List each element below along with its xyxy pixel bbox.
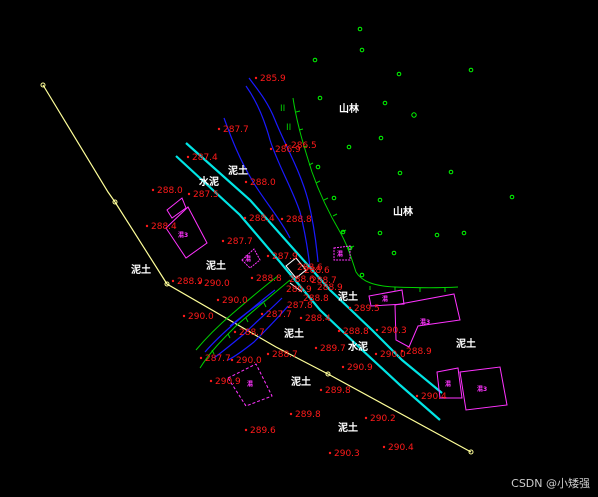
elevation-label: 288.8 (256, 274, 282, 284)
elevation-label: 288.8 (303, 294, 329, 304)
elevation-label: 290.0 (204, 279, 230, 289)
elevation-label: 286.9 (275, 145, 301, 155)
building-label: 混3 (420, 318, 430, 326)
elevation-label: 290.9 (215, 377, 241, 387)
elevation-label: 289.9 (286, 285, 312, 295)
elevation-label: 288.6 (297, 263, 323, 273)
bridge (285, 257, 307, 293)
building-4 (368, 289, 405, 307)
elevation-label: 290.0 (188, 312, 214, 322)
elevation-label: 290.3 (334, 449, 360, 459)
elevation-label: 287.4 (192, 153, 218, 163)
label-nitu: 泥土 (338, 290, 358, 303)
elevation-label: 287.7 (205, 354, 231, 364)
building-label: 混 (337, 250, 343, 258)
elevation-label: 287.5 (193, 190, 219, 200)
label-nitu: 泥土 (456, 337, 476, 350)
elevation-label: 288.7 (311, 276, 337, 286)
buildings (165, 197, 508, 411)
elevation-label: 288.7 (239, 328, 265, 338)
building-6 (227, 363, 273, 407)
label-shanlin: 山林 (339, 102, 360, 115)
label-nitu: 泥土 (291, 375, 311, 388)
elevation-label: 285.9 (260, 74, 286, 84)
label-nitu: 泥土 (131, 263, 151, 276)
elevation-label: 288.6 (304, 266, 330, 276)
building-label: 混 (445, 380, 451, 388)
watermark: CSDN @小矮强 (511, 477, 590, 490)
building-label: 混 (247, 380, 253, 388)
elevation-label: 288.4 (305, 314, 331, 324)
building-3 (333, 245, 351, 261)
elevation-label: 289.7 (320, 344, 346, 354)
elevation-label: 290.2 (370, 414, 396, 424)
contour-lines (195, 97, 459, 369)
building-label: 混 (382, 295, 388, 303)
building-8 (459, 366, 508, 411)
label-nitu: 泥土 (284, 327, 304, 340)
elevation-label: 290.0 (380, 350, 406, 360)
river-lines (204, 77, 319, 361)
elevation-label: 288.0 (250, 178, 276, 188)
elevation-label: 290.4 (388, 443, 414, 453)
tree-symbols (312, 26, 515, 278)
elevation-label: 290.3 (381, 326, 407, 336)
elevation-label: 289.8 (295, 410, 321, 420)
elevation-label: 287.7 (266, 310, 292, 320)
elevation-label: 290.4 (421, 392, 447, 402)
label-shuini: 水泥 (347, 340, 368, 353)
label-shanlin: 山林 (393, 205, 414, 218)
elevation-label: 289.5 (354, 304, 380, 314)
elevation-label: 287.7 (223, 125, 249, 135)
elevation-label: 290.9 (347, 363, 373, 373)
grass-symbols: II II (280, 104, 291, 133)
elevation-label: 289.6 (250, 426, 276, 436)
svg-text:II: II (286, 123, 291, 133)
slope-ticks (211, 110, 446, 355)
label-nitu: 泥土 (228, 164, 248, 177)
building-1 (165, 206, 208, 259)
elevation-label: 288.8 (286, 215, 312, 225)
elevation-label: 288.0 (157, 186, 183, 196)
building-7 (436, 367, 463, 399)
label-nitu: 泥土 (206, 259, 226, 272)
elevation-label: 288.9 (406, 347, 432, 357)
label-nitu: 泥土 (338, 421, 358, 434)
label-shuini: 水泥 (198, 175, 219, 188)
elevation-label: 288.7 (272, 350, 298, 360)
elevation-label: 290.0 (236, 356, 262, 366)
elevation-label: 290.0 (222, 296, 248, 306)
elevation-label: 288.4 (249, 214, 275, 224)
building-2 (241, 248, 261, 269)
svg-text:II: II (280, 104, 285, 114)
boundary-line (42, 84, 472, 453)
cyan-roads (175, 142, 443, 421)
elevation-label: 288.4 (151, 222, 177, 232)
elevation-label: 288.9 (177, 277, 203, 287)
boundary-vertices (40, 82, 474, 455)
elevation-dots (145, 76, 419, 455)
elevation-label: 288.6 (289, 275, 315, 285)
elevation-label: 288.8 (343, 327, 369, 337)
elevation-label: 286.5 (291, 141, 317, 151)
elevation-label: 287.9 (272, 252, 298, 262)
building-label: 混 (245, 255, 251, 263)
building-label: 混3 (178, 231, 188, 239)
elevation-label: 287.8 (287, 301, 313, 311)
elevation-label: 287.7 (227, 237, 253, 247)
building-label: 混3 (477, 385, 487, 393)
elevation-label: 289.8 (325, 386, 351, 396)
elevation-label: 288.9 (317, 283, 343, 293)
building-5 (394, 293, 461, 348)
